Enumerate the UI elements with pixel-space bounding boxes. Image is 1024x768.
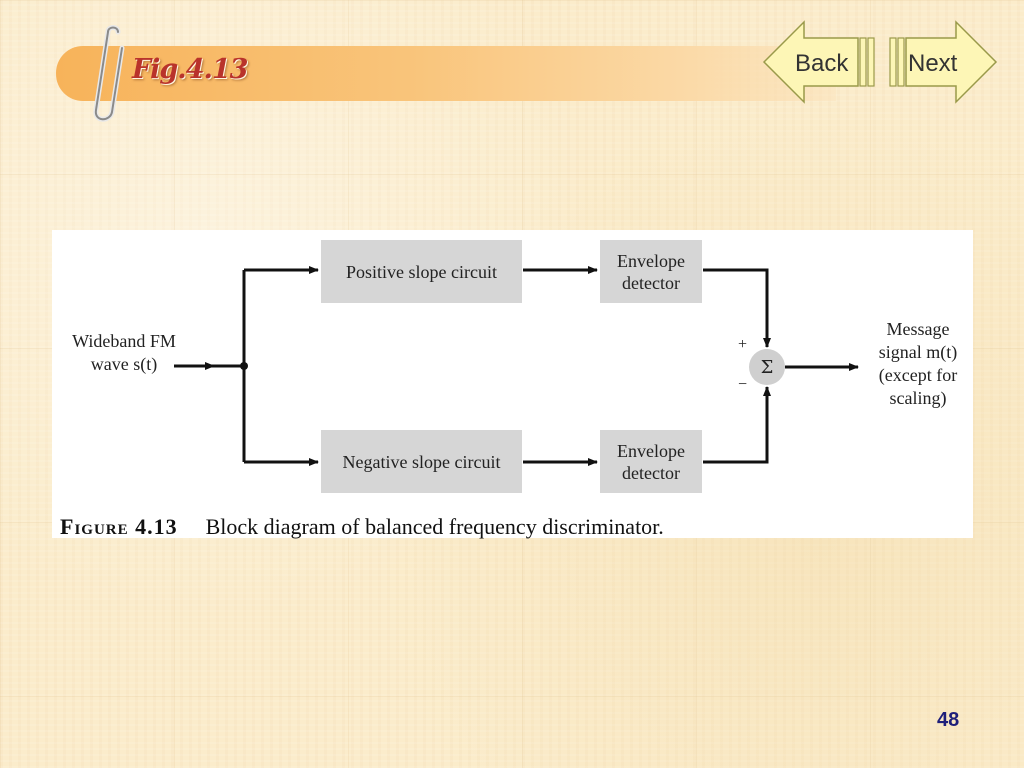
figure-panel: Wideband FM wave s(t) Positive slope cir… [52,230,973,540]
next-button[interactable]: Next [886,20,998,104]
figure-caption: Figure 4.13 Block diagram of balanced fre… [60,514,664,540]
bottom-envelope-to-sum [703,386,771,464]
title-bar [56,46,836,101]
plus-sign: + [738,336,748,353]
page-number: 48 [937,709,960,731]
caption-label: Figure 4.13 [60,514,178,539]
top-envelope-to-sum [703,268,771,348]
diagram-connectors [174,266,859,466]
envelope-detector-bottom: Envelope detector [600,430,702,493]
output-label: Message signal m(t) (except for scaling) [878,319,958,408]
next-arrow-icon [889,20,998,104]
slide-title: Fig.4.13 [132,54,248,85]
back-arrow-icon [762,20,875,104]
minus-sign: − [738,376,748,393]
next-label: Next [908,50,958,77]
negative-slope-circuit: Negative slope circuit [321,430,522,493]
input-label: Wideband FM wave s(t) [72,331,176,374]
envelope-detector-top: Envelope detector [600,240,702,303]
caption-text: Block diagram of balanced frequency disc… [205,514,664,539]
paperclip-icon [93,25,125,122]
junction-dot [240,362,248,370]
back-label: Back [795,50,849,77]
positive-slope-circuit: Positive slope circuit [321,240,522,303]
back-button[interactable]: Back [762,20,880,104]
summer-node: Σ [749,349,785,385]
